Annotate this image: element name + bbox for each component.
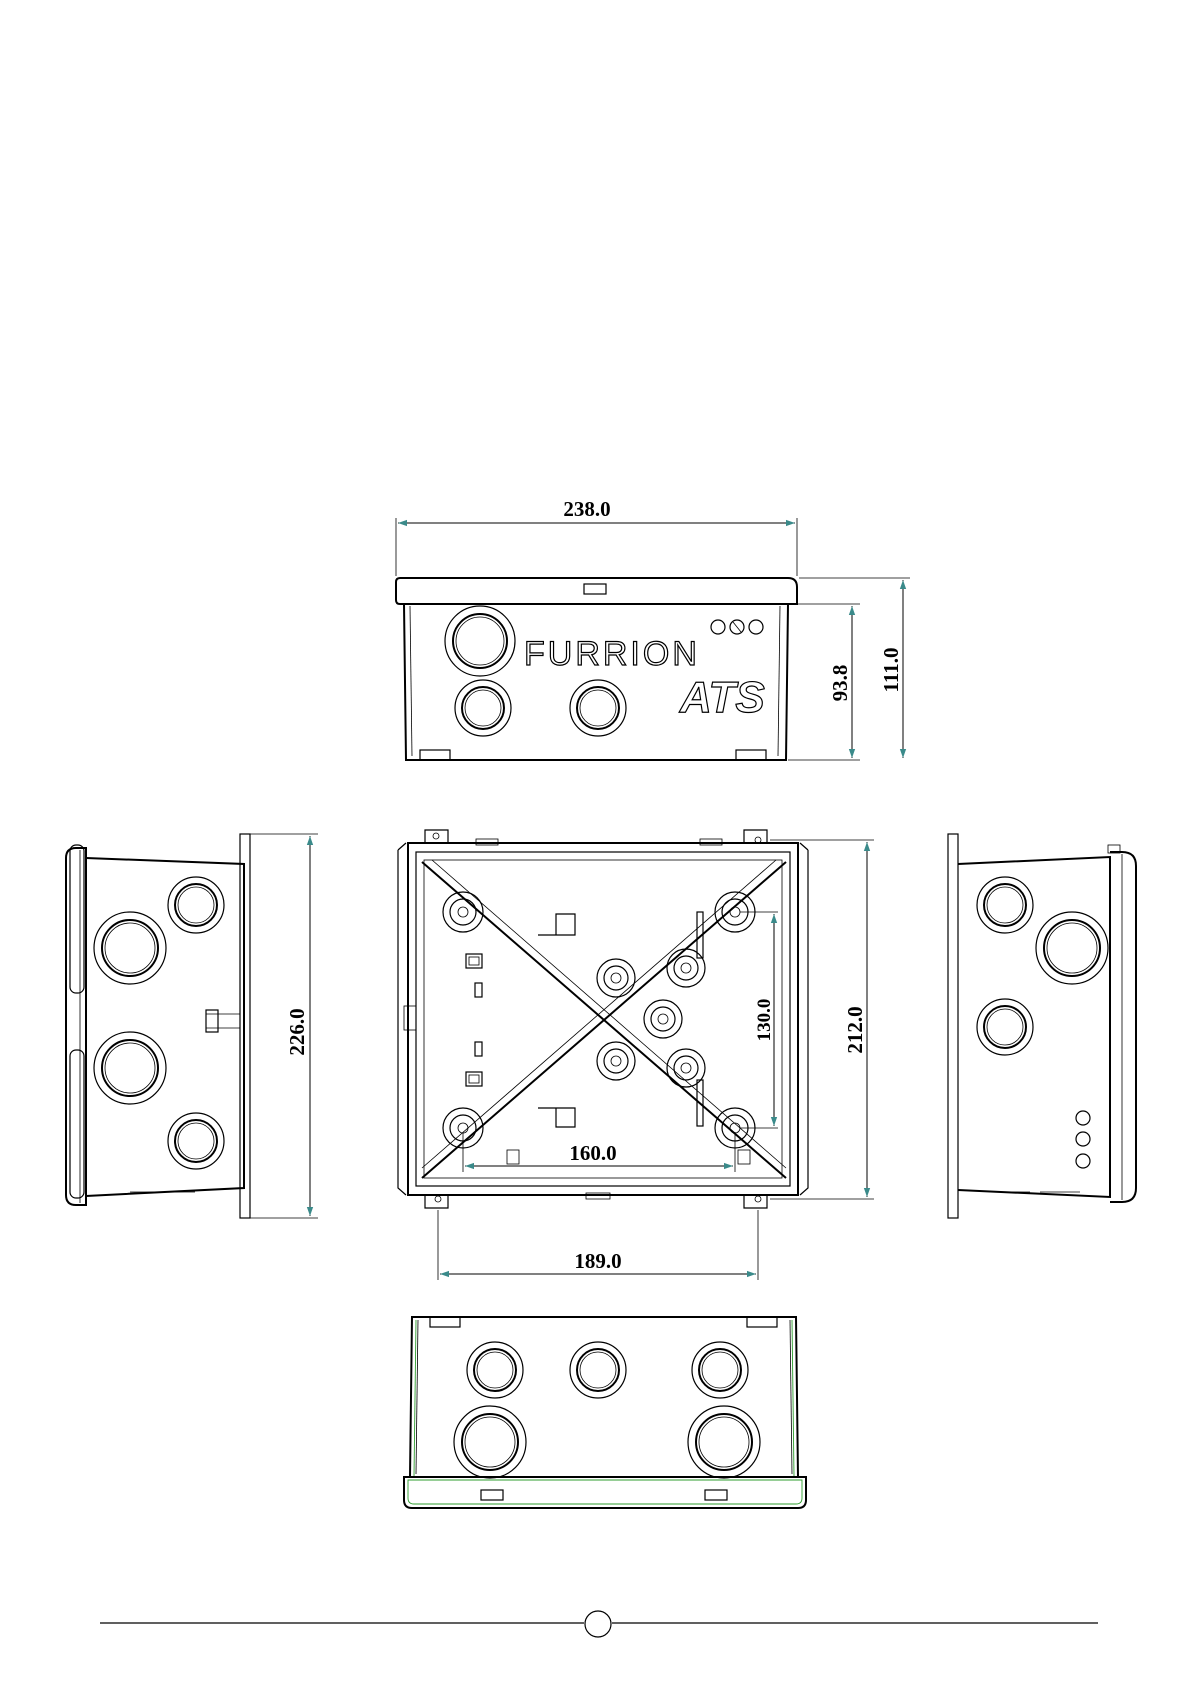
dimension-label-outer-height: 111.0 (879, 648, 903, 693)
bottom-view (404, 1317, 806, 1508)
base-view: 130.0 160.0 212.0 189.0 (398, 830, 874, 1280)
dimension-label-mount-vertical: 130.0 (754, 999, 775, 1042)
front-knockout-small-right (570, 680, 626, 736)
page-footer (100, 1611, 1098, 1637)
dimension-label-base-height: 212.0 (843, 1006, 867, 1053)
ats-logo-text: ATS (679, 673, 765, 722)
dimension-label-tab-spacing: 189.0 (574, 1249, 621, 1273)
furrion-logo-text: FURRION (524, 635, 700, 673)
front-knockout-large (445, 606, 515, 676)
page-number-circle (585, 1611, 611, 1637)
left-side-view: 226.0 (66, 834, 318, 1218)
front-view: FURRION ATS 238.0 93.8 111.0 (396, 497, 910, 760)
right-side-view (948, 834, 1136, 1218)
dimension-label-inner-height: 93.8 (828, 665, 852, 702)
dimension-label-mount-horizontal: 160.0 (569, 1141, 616, 1165)
front-indicator-lights (711, 620, 763, 634)
front-knockout-small-left (455, 680, 511, 736)
dimension-label-width: 238.0 (563, 497, 610, 521)
dimension-label-depth: 226.0 (285, 1008, 309, 1055)
side-indicator-lights (1076, 1111, 1090, 1168)
